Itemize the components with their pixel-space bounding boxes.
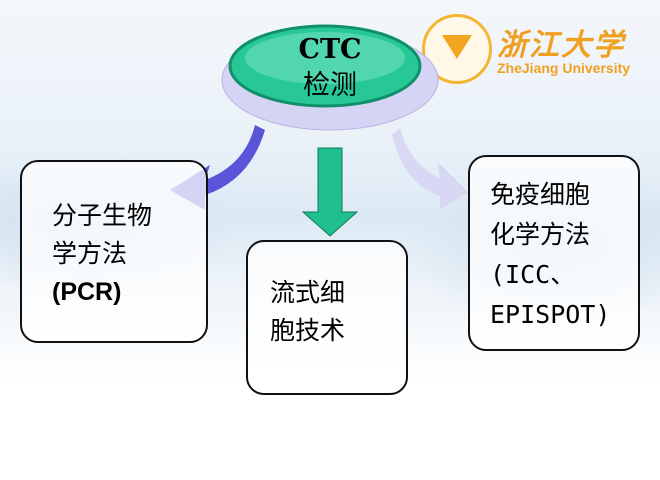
box-flow-line: 胞技术: [270, 316, 346, 345]
box-pcr-line: 学方法: [52, 239, 128, 268]
box-icc-line: EPISPOT): [490, 300, 611, 329]
box-icc-line: 化学方法: [490, 220, 591, 249]
center-title: CTC: [298, 34, 362, 65]
box-pcr: 分子生物 学方法 (PCR): [20, 160, 208, 343]
box-immunocytochemistry: 免疫细胞 化学方法 (ICC、 EPISPOT): [468, 155, 640, 351]
right-curved-arrow: [392, 128, 468, 210]
box-flow-cytometry: 流式细 胞技术: [246, 240, 408, 395]
box-pcr-line: 分子生物: [52, 201, 153, 230]
down-arrow: [301, 147, 359, 237]
box-pcr-line: (PCR): [52, 278, 122, 306]
university-name-en: ZheJiang University: [497, 60, 631, 76]
center-subtitle: 检测: [303, 70, 357, 101]
center-node: CTC 检测: [260, 32, 400, 104]
box-flow-line: 流式细: [270, 278, 346, 307]
box-icc-line: (ICC、: [490, 260, 576, 289]
box-icc-line: 免疫细胞: [490, 180, 591, 209]
university-name-cn: 浙江大学: [497, 28, 625, 63]
